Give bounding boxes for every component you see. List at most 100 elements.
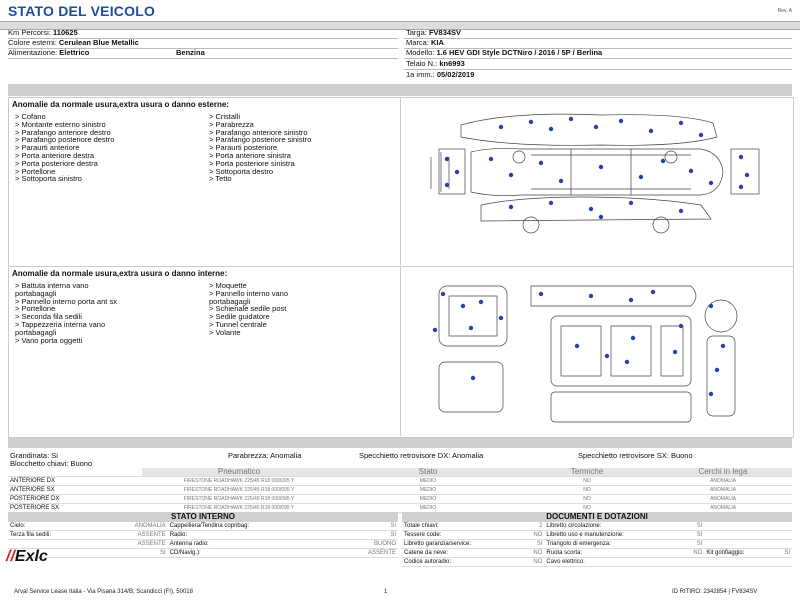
- list-item: > Pannello interno vano: [209, 288, 289, 298]
- column-header: Termiche: [520, 468, 654, 477]
- divider: [8, 48, 398, 49]
- colore-row: Colore esterni: Cerulean Blue Metallic: [8, 38, 139, 47]
- internal-title: Anomalie da normale usura,extra usura o …: [12, 269, 228, 278]
- section-divider: [8, 438, 792, 448]
- list-item: > Sottoporta sinistro: [15, 174, 82, 184]
- immatricolazione-row: 1a imm.: 05/02/2019: [406, 70, 475, 79]
- title-divider: [0, 21, 800, 30]
- list-item: > Battuta interna vano: [15, 281, 89, 290]
- external-list-1: > Cofano > Montante esterno sinistro > P…: [15, 113, 114, 183]
- car-exterior-diagram: [430, 113, 760, 234]
- marca-value: KIA: [431, 38, 444, 47]
- column-header: Pneumatico: [142, 468, 336, 477]
- alim-value: Elettrico: [59, 48, 90, 57]
- km-row: Km Percorsi: 110625: [8, 28, 78, 37]
- tyres-table: Pneumatico Stato Termiche Cerchi in lega…: [8, 468, 792, 513]
- grandinata-status: Grandinata: Si: [10, 451, 58, 460]
- modello-value: 1.6 HEV GDI Style DCTNiro / 2016 / 5P / …: [436, 48, 603, 57]
- internal-damage-panel: [8, 266, 794, 438]
- list-item: > Paraurti anteriore: [15, 143, 80, 153]
- list-item: portabagagli: [15, 288, 57, 298]
- footer-address: Arval Service Lease Italia - Via Pisana …: [14, 589, 193, 595]
- id-ritiro: ID RITIRO: 2342854 | FV834SV: [672, 589, 758, 595]
- marca-row: Marca: KIA: [406, 38, 444, 47]
- list-item: > Schienale sedile post: [209, 304, 287, 314]
- table-row: ANTERIORE SX FIRESTONE ROADHAWK 225/45 R…: [8, 485, 792, 495]
- list-item: > Volante: [209, 327, 241, 337]
- list-item: > Porta posteriore destra: [15, 158, 98, 168]
- list-item: > Tunnel centrale: [209, 319, 267, 329]
- column-header: Stato: [336, 468, 520, 477]
- divider: [404, 38, 792, 39]
- page-number: 1: [384, 589, 388, 595]
- modello-row: Modello: 1.6 HEV GDI Style DCTNiro / 201…: [406, 48, 603, 57]
- list-item: > Seconda fila sedili: [15, 312, 82, 322]
- list-item: portabagagli: [15, 327, 57, 337]
- list-item: > Pannello interno porta ant sx: [15, 296, 117, 306]
- list-item: > Porta anteriore sinistra: [209, 150, 291, 160]
- external-list-2: > Cristalli > Parabrezza > Parafango ant…: [209, 113, 311, 183]
- list-item: > Portellone: [15, 166, 56, 176]
- list-item: > Montante esterno sinistro: [15, 119, 106, 129]
- car-interior-diagram: [432, 285, 738, 423]
- external-title: Anomalie da normale usura,extra usura o …: [12, 100, 229, 109]
- list-item: > Porta posteriore sinistra: [209, 158, 295, 168]
- list-item: > Cofano: [15, 112, 46, 121]
- page-title: STATO DEL VEICOLO: [8, 3, 156, 19]
- revision-label: Rev. A: [777, 8, 792, 14]
- internal-car-diagram: [400, 266, 793, 436]
- alim-value-2: Benzina: [176, 48, 205, 57]
- documenti-title: DOCUMENTI E DOTAZIONI: [402, 512, 792, 522]
- specchietto-sx-status: Specchietto retrovisore SX: Buono: [578, 451, 693, 460]
- list-item: > Portellone: [15, 304, 56, 314]
- company-logo: //Exlc: [6, 548, 48, 565]
- telaio-row: Telaio N.: kn6993: [406, 59, 465, 68]
- list-item: > Sedile guidatore: [209, 312, 270, 322]
- list-item: > Paraurti posteriore: [209, 143, 278, 153]
- internal-list-1: > Battuta interna vano portabagagli > Pa…: [15, 282, 117, 344]
- targa-row: Targa: FV834SV: [406, 28, 462, 37]
- list-item: > Parafango posteriore sinistro: [209, 135, 312, 145]
- parabrezza-status: Parabrezza: Anomalia: [228, 451, 302, 460]
- list-item: > Tappezzeria interna vano: [15, 319, 106, 329]
- external-car-diagram: [400, 97, 793, 265]
- km-value: 110625: [53, 28, 78, 37]
- list-item: > Cristalli: [209, 112, 241, 121]
- column-header: Cerchi in lega: [654, 468, 792, 477]
- specchietto-dx-status: Specchietto retrovisore DX: Anomalia: [359, 451, 484, 460]
- targa-value: FV834SV: [428, 28, 462, 37]
- list-item: > Vano porta oggetti: [15, 335, 83, 345]
- internal-list-2: > Moquette > Pannello interno vano porta…: [209, 282, 288, 337]
- divider: [8, 38, 398, 39]
- list-item: > Tetto: [209, 174, 232, 184]
- list-item: > Parafango anteriore sinistro: [209, 127, 308, 137]
- alim-row: Alimentazione: Elettrico: [8, 48, 90, 57]
- list-item: > Sottoporta destro: [209, 166, 273, 176]
- tyres-header-row: Pneumatico Stato Termiche Cerchi in lega: [8, 468, 792, 477]
- list-item: > Parafango posteriore destro: [15, 135, 115, 145]
- stato-interno-title: STATO INTERNO: [8, 512, 398, 522]
- external-damage-panel: [8, 97, 794, 267]
- list-item: > Parabrezza: [209, 119, 254, 129]
- list-item: > Moquette: [209, 281, 247, 290]
- telaio-value: kn6993: [439, 59, 465, 68]
- list-item: portabagagli: [209, 296, 251, 306]
- list-item: > Parafango anteriore destro: [15, 127, 111, 137]
- list-item: > Porta anteriore destra: [15, 150, 95, 160]
- table-row: POSTERIORE DX FIRESTONE ROADHAWK 225/45 …: [8, 494, 792, 504]
- divider: [404, 69, 792, 70]
- colore-value: Cerulean Blue Metallic: [58, 38, 139, 47]
- section-divider: [8, 84, 792, 96]
- table-row: ANTERIORE DX FIRESTONE ROADHAWK 225/45 R…: [8, 476, 792, 486]
